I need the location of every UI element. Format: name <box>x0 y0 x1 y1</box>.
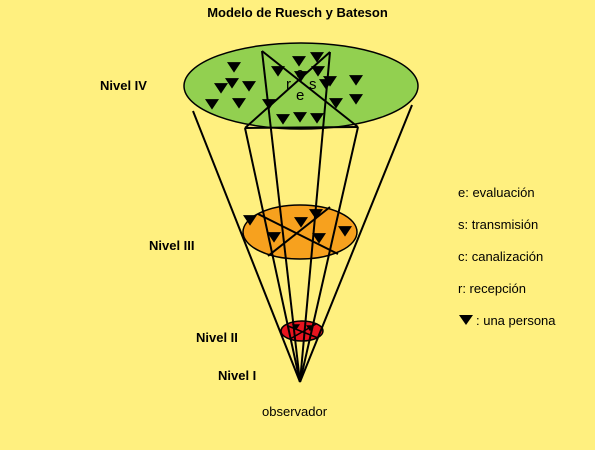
legend-item-s: s: transmisión <box>458 217 539 232</box>
level-i-label: Nivel I <box>218 368 257 383</box>
legend-item-person: : una persona <box>458 313 556 345</box>
letter-s: s <box>309 76 317 93</box>
letter-r: r <box>286 76 291 93</box>
person-triangle-icon <box>232 98 246 109</box>
person-triangle-icon <box>267 232 281 243</box>
level-iii-cross-lines <box>257 206 339 257</box>
person-triangle-icon <box>292 56 306 67</box>
level-iv-label: Nivel IV <box>100 78 147 93</box>
level-iii-label: Nivel III <box>149 238 195 253</box>
person-triangle-icon <box>311 66 325 77</box>
person-triangle-icon <box>205 99 219 110</box>
person-triangle-icon <box>338 226 352 237</box>
level-iv-ellipse <box>183 42 419 130</box>
level-iii-ellipse <box>242 204 358 260</box>
person-triangle-icon <box>310 52 324 63</box>
person-triangle-icon <box>225 78 239 89</box>
level-ii-label: Nivel II <box>196 330 238 345</box>
legend-item-r: r: recepción <box>458 281 526 296</box>
legend-item-e: e: evaluación <box>458 185 535 200</box>
person-triangle-icon <box>227 62 241 73</box>
letter-e: e <box>296 87 304 104</box>
person-triangle-icon <box>262 99 276 110</box>
person-triangle-icon <box>349 75 363 86</box>
person-triangle-icon <box>271 66 285 77</box>
person-triangle-icon <box>323 76 337 87</box>
legend-person-label: : una persona <box>476 313 556 328</box>
person-triangle-icon <box>293 112 307 123</box>
person-triangle-icon <box>294 71 308 82</box>
person-triangle-icon <box>309 209 323 220</box>
person-triangle-icon <box>310 113 324 124</box>
triangle-down-icon <box>458 314 474 330</box>
person-triangle-icon <box>243 215 257 226</box>
level-iv-cross-lines <box>244 50 359 129</box>
person-triangle-icon <box>306 325 314 332</box>
center-letters: c r s e <box>286 65 317 104</box>
person-markers <box>205 52 363 332</box>
person-triangle-icon <box>276 114 290 125</box>
person-triangle-icon <box>349 94 363 105</box>
diagram-title: Modelo de Ruesch y Bateson <box>207 5 388 20</box>
person-triangle-icon <box>292 324 300 331</box>
person-triangle-icon <box>214 83 228 94</box>
letter-c: c <box>296 65 304 82</box>
legend: e: evaluación s: transmisión c: canaliza… <box>458 185 556 345</box>
observer-label: observador <box>262 404 328 419</box>
person-triangle-icon <box>242 81 256 92</box>
person-triangle-icon <box>294 217 308 228</box>
legend-item-c: c: canalización <box>458 249 544 264</box>
person-triangle-icon <box>312 233 326 244</box>
person-triangle-icon <box>329 98 343 109</box>
